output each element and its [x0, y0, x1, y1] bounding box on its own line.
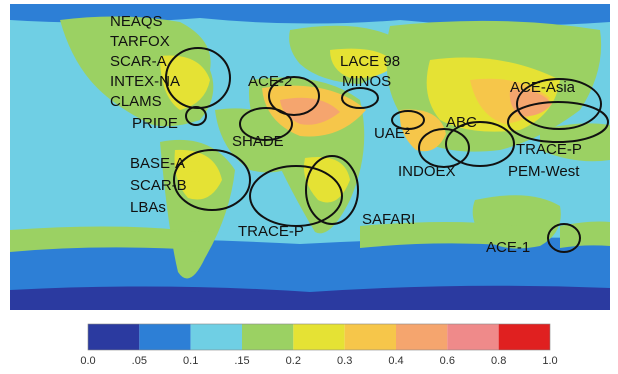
campaign-label-tarfox: TARFOX [110, 33, 170, 50]
campaign-region-indoex [418, 128, 470, 168]
color-scale-legend: 0.0 .05 0.1 .15 0.2 0.3 0.4 0.6 0.8 1.0 [80, 323, 558, 367]
campaign-label-shade: SHADE [232, 133, 284, 150]
legend-tick-label: 1.0 [542, 355, 557, 367]
legend-tick-label: 0.0 [80, 355, 95, 367]
map-south-indian [360, 222, 520, 248]
legend-tick-label: 0.6 [440, 355, 455, 367]
legend-swatch [242, 324, 294, 350]
campaign-region-ace-2 [268, 76, 320, 116]
campaign-label-intex-na: INTEX-NA [110, 73, 180, 90]
campaign-region-shade [239, 107, 293, 141]
campaign-label-scar-b: SCAR-B [130, 177, 187, 194]
campaign-label-safari: SAFARI [362, 211, 415, 228]
aerosol-optical-depth-map: NEAQS TARFOX SCAR-A INTEX-NA CLAMS PRIDE… [10, 4, 610, 310]
legend-tick-label: 0.4 [388, 355, 403, 367]
campaign-label-trace-p-west: TRACE-P [516, 141, 582, 158]
legend-swatch [190, 324, 242, 350]
campaign-label-uae2: UAE² [374, 125, 410, 142]
campaign-region-pride [185, 106, 207, 126]
legend-swatch [344, 324, 396, 350]
legend-tick-label: .15 [234, 355, 249, 367]
map-sa-biomass [174, 149, 222, 200]
campaign-label-pem-west: PEM-West [508, 163, 580, 180]
campaign-label-clams: CLAMS [110, 93, 162, 110]
campaign-label-abc: ABC [446, 114, 477, 131]
campaign-region-minos [341, 87, 379, 109]
campaign-label-base-a: BASE-A [130, 155, 185, 172]
legend-swatch [88, 324, 140, 350]
map-pacific-plume [540, 123, 610, 162]
campaign-label-lbas: LBAs [130, 199, 166, 216]
legend-tick-label: 0.3 [337, 355, 352, 367]
legend-ticks: 0.0 .05 0.1 .15 0.2 0.3 0.4 0.6 0.8 1.0 [80, 355, 557, 367]
map-south-pacific [10, 226, 200, 252]
legend-tick-label: 0.8 [491, 355, 506, 367]
legend-swatch [139, 324, 191, 350]
legend-tick-label: 0.1 [183, 355, 198, 367]
map-antarctica [10, 285, 610, 310]
campaign-region-uae2 [391, 110, 425, 130]
campaign-region-base-a [173, 149, 251, 211]
campaign-label-ace-asia: ACE-Asia [510, 79, 576, 96]
campaign-region-safari [305, 155, 359, 225]
campaign-label-scar-a: SCAR-A [110, 53, 167, 70]
legend-border [87, 323, 551, 351]
legend-tick-label: 0.2 [286, 355, 301, 367]
campaign-region-ace-1 [547, 223, 581, 253]
legend-swatch [293, 324, 345, 350]
campaign-label-indoex: INDOEX [398, 163, 456, 180]
legend-swatch [396, 324, 448, 350]
campaign-region-abc [445, 121, 515, 167]
campaign-region-ace-asia [516, 78, 602, 130]
campaign-label-minos: MINOS [342, 73, 391, 90]
legend-swatch [498, 324, 550, 350]
legend-swatch [447, 324, 499, 350]
campaign-label-ace-2: ACE-2 [248, 73, 292, 90]
campaign-label-trace-p-south: TRACE-P [238, 223, 304, 240]
map-south-pacific-east [560, 221, 610, 248]
campaign-region-trace-p-west [507, 101, 609, 143]
legend-tick-label: .05 [132, 355, 147, 367]
legend-swatches [87, 323, 551, 351]
campaign-label-pride: PRIDE [132, 115, 178, 132]
map-europe-haze [330, 48, 396, 79]
campaign-label-ace-1: ACE-1 [486, 239, 530, 256]
campaign-label-lace98: LACE 98 [340, 53, 400, 70]
campaign-label-neaqs: NEAQS [110, 13, 163, 30]
campaign-region-trace-p-south [249, 165, 343, 227]
map-india [399, 109, 446, 152]
